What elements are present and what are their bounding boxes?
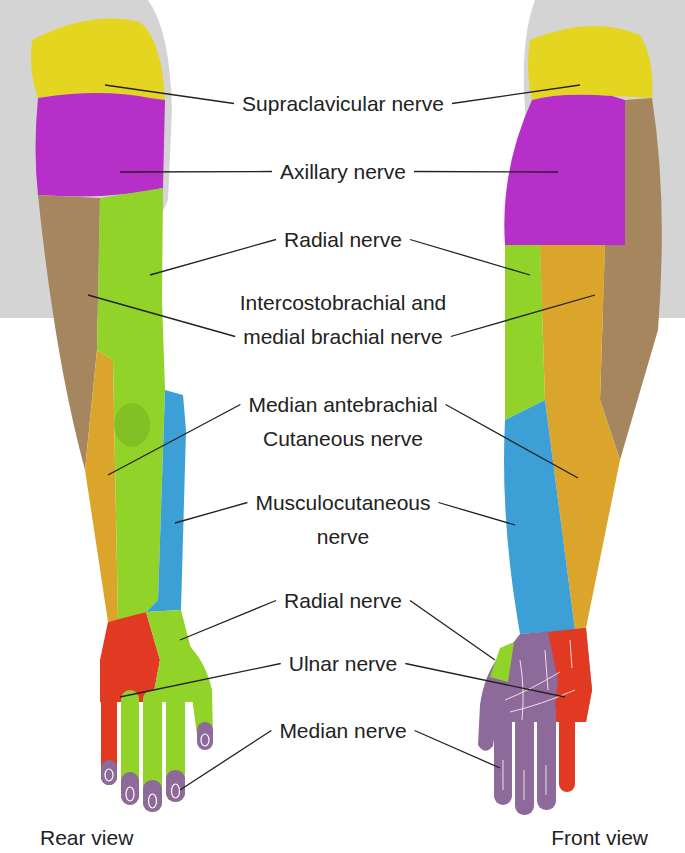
nerve-region xyxy=(31,19,165,100)
leader-line xyxy=(410,601,495,661)
nerve-label: Radial nerve xyxy=(183,584,503,618)
nerve-label: Intercostobrachial and medial brachial n… xyxy=(223,286,463,354)
leader-line xyxy=(414,171,558,173)
nerve-label: Radial nerve xyxy=(183,223,503,257)
leader-line xyxy=(150,240,276,276)
leader-line xyxy=(180,601,276,641)
nerve-label: Median antebrachial Cutaneous nerve xyxy=(226,388,461,456)
leader-line xyxy=(120,171,272,173)
view-caption: Rear view xyxy=(40,826,133,850)
finger-shape xyxy=(166,690,185,802)
finger-tip xyxy=(121,772,139,805)
leader-line xyxy=(439,503,516,526)
nerve-region xyxy=(490,642,514,682)
nerve-label: Musculocutaneous nerve xyxy=(243,486,443,554)
finger-tip xyxy=(197,722,213,750)
view-caption: Front view xyxy=(551,826,648,850)
leader-line xyxy=(452,85,580,104)
leader-line xyxy=(120,664,281,698)
leader-line xyxy=(451,295,595,337)
palm-creases xyxy=(503,640,575,800)
elbow-shade xyxy=(114,403,150,447)
leader-line xyxy=(405,664,565,698)
nerve-region xyxy=(505,245,545,420)
finger-shape xyxy=(101,690,117,785)
nerve-region xyxy=(85,350,118,622)
leader-line xyxy=(175,503,247,524)
nerve-region xyxy=(528,26,653,100)
nerve-region xyxy=(146,390,186,612)
finger-shape xyxy=(494,700,512,805)
leader-line xyxy=(446,405,578,479)
finger-tip xyxy=(166,770,185,802)
finger-shape xyxy=(143,690,162,812)
leader-line xyxy=(180,731,271,791)
nerve-region xyxy=(36,93,166,196)
finger-shape xyxy=(537,700,556,810)
leader-line xyxy=(415,731,500,769)
finger-shape xyxy=(559,700,575,792)
nerve-region xyxy=(97,188,165,620)
finger-tip xyxy=(101,760,117,785)
nerve-region xyxy=(504,400,575,634)
nerve-label: Median nerve xyxy=(183,714,503,748)
nerve-label: Ulnar nerve xyxy=(183,647,503,681)
nerve-region xyxy=(504,95,625,245)
leader-line xyxy=(108,405,240,476)
finger-nails xyxy=(105,734,209,808)
leader-lines xyxy=(88,85,595,790)
nerve-label: Supraclavicular nerve xyxy=(183,87,503,121)
nerve-label: Axillary nerve xyxy=(183,155,503,189)
leader-line xyxy=(105,85,234,104)
leader-line xyxy=(88,295,235,337)
finger-shape xyxy=(121,690,139,805)
finger-tip xyxy=(143,780,162,812)
finger-shape xyxy=(515,700,534,815)
leader-line xyxy=(410,240,530,276)
